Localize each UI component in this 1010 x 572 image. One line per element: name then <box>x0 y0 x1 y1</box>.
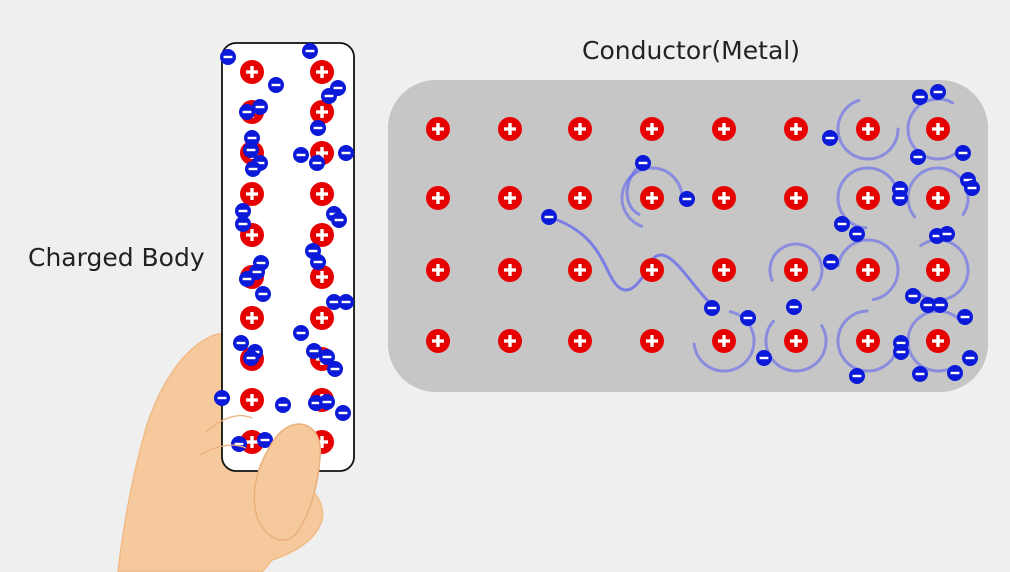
positive-charge-icon <box>426 258 450 282</box>
electron-icon <box>330 80 346 96</box>
electron-icon <box>239 271 255 287</box>
electron-icon <box>947 365 963 381</box>
electron-icon <box>849 368 865 384</box>
electron-icon <box>310 254 326 270</box>
positive-charge-icon <box>784 186 808 210</box>
positive-charge-icon <box>640 258 664 282</box>
electron-icon <box>243 142 259 158</box>
electron-icon <box>338 294 354 310</box>
positive-charge-icon <box>784 117 808 141</box>
electron-icon <box>912 366 928 382</box>
electron-icon <box>930 84 946 100</box>
positive-charge-icon <box>310 306 334 330</box>
positive-charge-icon <box>926 186 950 210</box>
positive-charge-icon <box>784 329 808 353</box>
positive-charge-icon <box>310 60 334 84</box>
electron-icon <box>338 145 354 161</box>
electron-icon <box>275 397 291 413</box>
positive-charge-icon <box>240 388 264 412</box>
electron-icon <box>220 49 236 65</box>
electron-icon <box>893 344 909 360</box>
positive-charge-icon <box>712 117 736 141</box>
electron-icon <box>957 309 973 325</box>
positive-charge-icon <box>498 117 522 141</box>
positive-charge-icon <box>426 186 450 210</box>
electron-icon <box>255 286 271 302</box>
electron-icon <box>214 390 230 406</box>
positive-charge-icon <box>712 258 736 282</box>
positive-charge-icon <box>856 329 880 353</box>
positive-charge-icon <box>926 258 950 282</box>
electron-icon <box>822 130 838 146</box>
electron-icon <box>302 43 318 59</box>
electron-icon <box>849 226 865 242</box>
electron-icon <box>268 77 284 93</box>
electron-icon <box>235 216 251 232</box>
positive-charge-icon <box>856 117 880 141</box>
electron-icon <box>932 297 948 313</box>
electron-icon <box>327 361 343 377</box>
conductor-title: Conductor(Metal) <box>582 36 800 65</box>
positive-charge-icon <box>568 186 592 210</box>
positive-charge-icon <box>498 258 522 282</box>
positive-charge-icon <box>426 117 450 141</box>
positive-charge-icon <box>568 117 592 141</box>
electron-icon <box>541 209 557 225</box>
electron-icon <box>955 145 971 161</box>
electron-icon <box>823 254 839 270</box>
positive-charge-icon <box>240 60 264 84</box>
positive-charge-icon <box>926 117 950 141</box>
electron-icon <box>310 120 326 136</box>
positive-charge-icon <box>568 258 592 282</box>
positive-charge-icon <box>640 117 664 141</box>
positive-charge-icon <box>784 258 808 282</box>
positive-charge-icon <box>640 186 664 210</box>
positive-charge-icon <box>712 329 736 353</box>
electron-icon <box>335 405 351 421</box>
electron-icon <box>786 299 802 315</box>
electron-icon <box>910 149 926 165</box>
electron-icon <box>740 310 756 326</box>
electron-icon <box>331 212 347 228</box>
electron-icon <box>231 436 247 452</box>
positive-charge-icon <box>856 186 880 210</box>
positive-charge-icon <box>498 186 522 210</box>
electron-icon <box>635 155 651 171</box>
electron-icon <box>252 99 268 115</box>
positive-charge-icon <box>926 329 950 353</box>
electron-icon <box>293 147 309 163</box>
electron-icon <box>245 161 261 177</box>
positive-charge-icon <box>856 258 880 282</box>
positive-charge-icon <box>568 329 592 353</box>
positive-charge-icon <box>240 306 264 330</box>
positive-charge-icon <box>640 329 664 353</box>
electron-icon <box>756 350 772 366</box>
charged-body-label: Charged Body <box>28 243 205 272</box>
positive-charge-icon <box>426 329 450 353</box>
electron-icon <box>892 190 908 206</box>
positive-charge-icon <box>712 186 736 210</box>
electron-icon <box>319 394 335 410</box>
electron-icon <box>293 325 309 341</box>
electron-icon <box>912 89 928 105</box>
electron-icon <box>679 191 695 207</box>
electron-icon <box>905 288 921 304</box>
positive-charge-icon <box>240 182 264 206</box>
positive-charge-icon <box>498 329 522 353</box>
positive-charge-icon <box>310 182 334 206</box>
electron-icon <box>309 155 325 171</box>
electron-icon <box>704 300 720 316</box>
electron-icon <box>964 180 980 196</box>
electron-icon <box>243 350 259 366</box>
electron-icon <box>939 226 955 242</box>
electron-icon <box>962 350 978 366</box>
electron-icon <box>834 216 850 232</box>
electron-icon <box>233 335 249 351</box>
